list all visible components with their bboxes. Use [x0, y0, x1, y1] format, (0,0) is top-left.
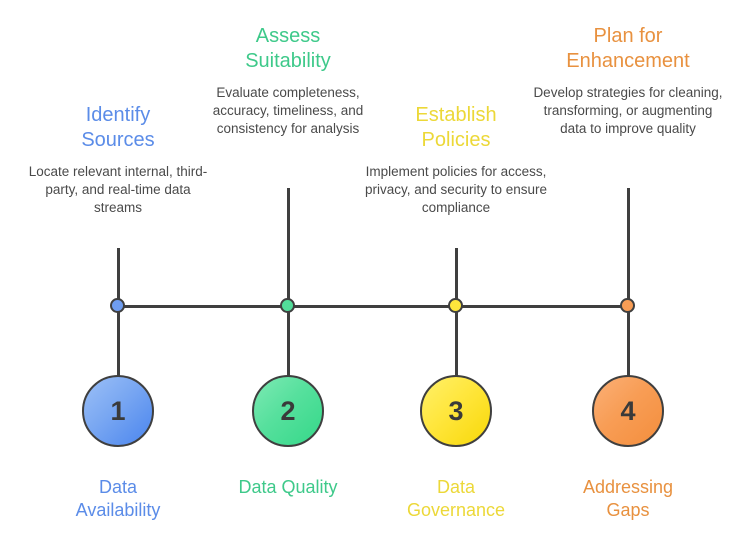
step-footer-1: Data Availability — [23, 476, 213, 522]
step-title-1: Identify Sources — [23, 103, 213, 153]
step-footer-4-line2: Gaps — [606, 500, 650, 520]
timeline-node-2[interactable] — [280, 298, 295, 313]
step-title-3: Establish Policies — [361, 103, 551, 153]
step-column-1: Identify Sources Locate relevant interna… — [23, 103, 213, 217]
step-description-3: Implement policies for access, privacy, … — [364, 164, 548, 215]
step-title-2-line2: Suitability — [245, 50, 331, 72]
step-footer-3-line2: Governance — [406, 500, 506, 520]
step-stem-4 — [627, 188, 630, 377]
step-footer-3-line1: Data — [436, 477, 476, 497]
step-title-3-line1: Establish — [415, 104, 497, 126]
step-title-3-line2: Policies — [421, 129, 491, 151]
step-column-4: Plan for Enhancement Develop strategies … — [533, 24, 723, 138]
step-footer-2: Data Quality — [193, 476, 383, 499]
step-footer-1-line2: Availability — [75, 500, 161, 520]
timeline-node-3[interactable] — [448, 298, 463, 313]
timeline-axis — [118, 305, 628, 308]
step-title-4: Plan for Enhancement — [533, 24, 723, 74]
step-column-3: Establish Policies Implement policies fo… — [361, 103, 551, 217]
step-title-2-line1: Assess — [255, 25, 321, 47]
step-footer-4-line1: Addressing — [582, 477, 674, 497]
step-footer-1-line1: Data — [98, 477, 138, 497]
step-stem-2 — [287, 188, 290, 377]
step-description-1: Locate relevant internal, third-party, a… — [28, 164, 208, 215]
step-bubble-3[interactable]: 3 — [420, 375, 492, 447]
step-column-2: Assess Suitability Evaluate completeness… — [193, 24, 383, 138]
step-title-4-line2: Enhancement — [566, 50, 690, 72]
step-title-1-line2: Sources — [81, 129, 155, 151]
step-footer-2-line1: Data Quality — [238, 477, 338, 497]
step-title-2: Assess Suitability — [193, 24, 383, 74]
timeline-node-4[interactable] — [620, 298, 635, 313]
step-footer-3: Data Governance — [361, 476, 551, 522]
step-bubble-1[interactable]: 1 — [82, 375, 154, 447]
step-footer-4: Addressing Gaps — [533, 476, 723, 522]
step-description-2: Evaluate completeness, accuracy, timelin… — [212, 85, 364, 136]
step-description-4: Develop strategies for cleaning, transfo… — [533, 85, 723, 136]
step-bubble-2[interactable]: 2 — [252, 375, 324, 447]
step-title-1-line1: Identify — [85, 104, 151, 126]
step-bubble-4[interactable]: 4 — [592, 375, 664, 447]
timeline-node-1[interactable] — [110, 298, 125, 313]
step-title-4-line1: Plan for — [593, 25, 663, 47]
